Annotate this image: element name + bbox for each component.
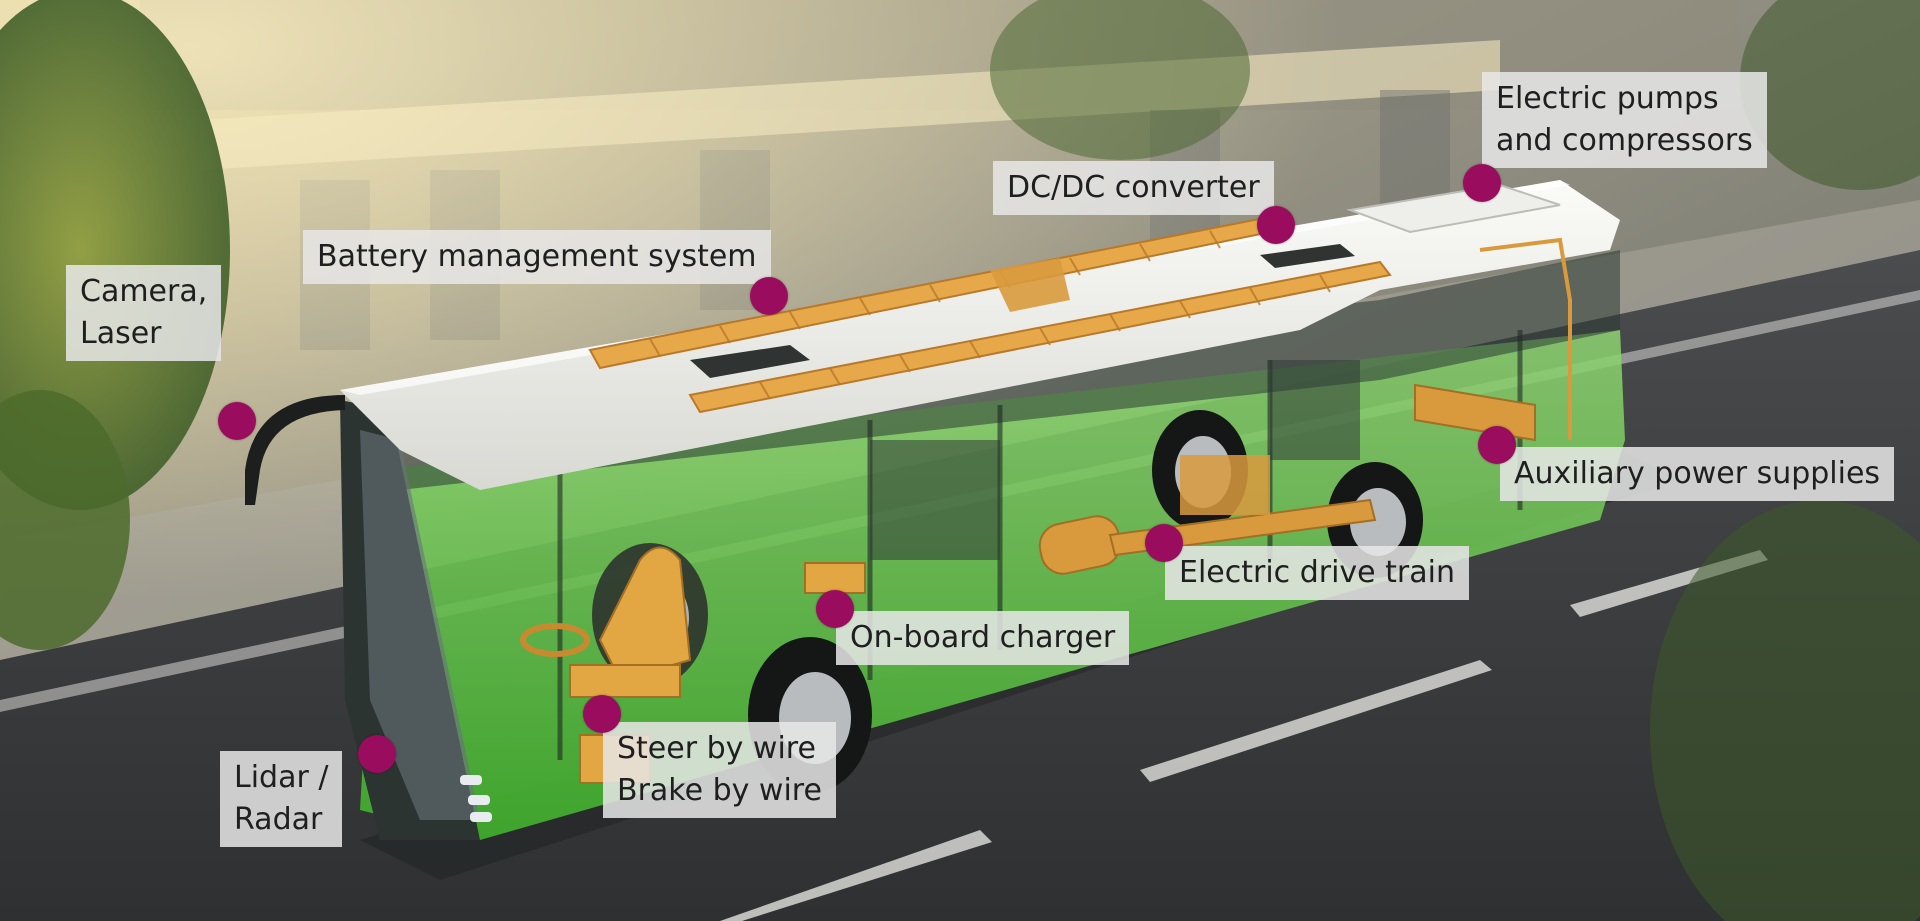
- on-board-charger-label: On-board charger: [850, 620, 1116, 655]
- brake-by-wire-label: Brake by wire: [617, 773, 822, 808]
- camera-laser-marker[interactable]: [218, 402, 256, 440]
- electric-drive-train-label: Electric drive train: [1179, 555, 1455, 590]
- on-board-charger-marker[interactable]: [816, 590, 854, 628]
- callout-dc-dc-converter: DC/DC converter: [993, 161, 1274, 215]
- camera-laser-label-line-1: Camera,: [80, 274, 208, 309]
- lidar-radar-label-line-2: Radar: [234, 802, 323, 837]
- auxiliary-power-supplies-label: Auxiliary power supplies: [1514, 456, 1881, 491]
- battery-management-system-label: Battery management system: [317, 239, 757, 274]
- dc-dc-converter-label: DC/DC converter: [1007, 170, 1260, 205]
- callout-auxiliary-power-supplies: Auxiliary power supplies: [1500, 447, 1895, 501]
- callout-battery-management-system: Battery management system: [303, 230, 771, 284]
- lidar-radar-label-line-1: Lidar /: [234, 760, 329, 795]
- steer-brake-by-wire-marker[interactable]: [583, 695, 621, 733]
- callout-camera-laser: Camera, Laser: [66, 265, 222, 361]
- callout-steer-brake-by-wire: Steer by wire Brake by wire: [603, 722, 836, 818]
- electric-pumps-label-line-1: Electric pumps: [1496, 81, 1719, 116]
- camera-laser-label-line-2: Laser: [80, 316, 162, 351]
- callout-lidar-radar: Lidar / Radar: [220, 751, 343, 847]
- auxiliary-power-supplies-marker[interactable]: [1478, 426, 1516, 464]
- callout-on-board-charger: On-board charger: [836, 611, 1130, 665]
- electric-pumps-label-line-2: and compressors: [1496, 123, 1753, 158]
- electric-pumps-compressors-marker[interactable]: [1463, 164, 1501, 202]
- lidar-radar-marker[interactable]: [358, 735, 396, 773]
- callout-electric-drive-train: Electric drive train: [1165, 546, 1469, 600]
- callout-electric-pumps-compressors: Electric pumps and compressors: [1482, 72, 1767, 168]
- electric-drive-train-marker[interactable]: [1145, 524, 1183, 562]
- dc-dc-converter-marker[interactable]: [1257, 206, 1295, 244]
- steer-by-wire-label: Steer by wire: [617, 731, 816, 766]
- battery-management-system-marker[interactable]: [750, 277, 788, 315]
